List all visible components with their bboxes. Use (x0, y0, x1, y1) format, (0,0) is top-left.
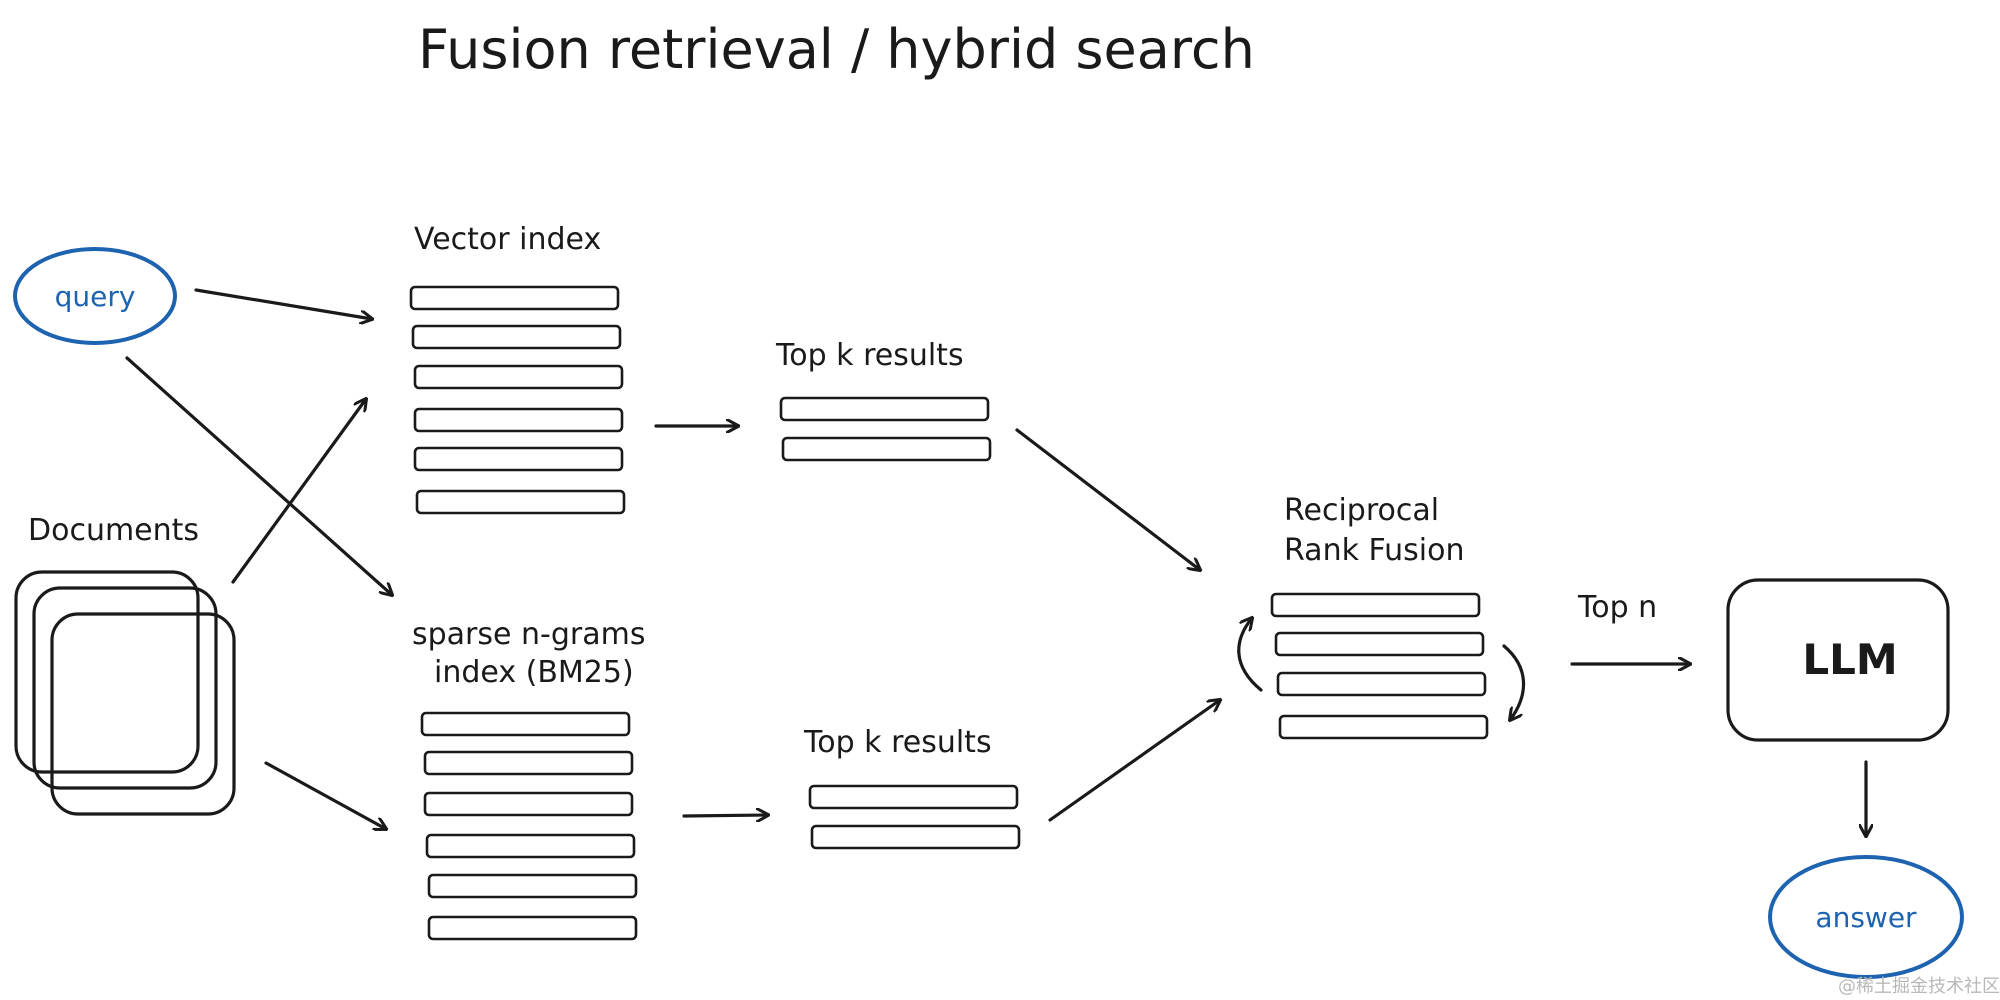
arrow-query-to-vector (194, 288, 372, 319)
watermark: @稀土掘金技术社区 (1838, 976, 2000, 997)
arrow-query-to-sparse (125, 356, 392, 595)
sparse-index-row (423, 791, 634, 817)
vector-index-row (409, 285, 620, 311)
sparse-index-row (425, 833, 636, 859)
query-node: query (13, 247, 177, 345)
rrf-label-2: Rank Fusion (1284, 533, 1464, 568)
top-k-sparse-row (810, 824, 1021, 850)
arrow-topk-vector-to-rrf (1015, 428, 1200, 570)
arrow-topk-sparse-to-rrf (1048, 700, 1220, 822)
top-k-vector-list (779, 396, 992, 462)
vector-index-row (415, 489, 626, 515)
vector-index-row (411, 324, 622, 350)
sparse-index-row (427, 915, 638, 941)
llm-label: LLM (1802, 635, 1897, 684)
arrow-sparse-to-topk (682, 815, 768, 816)
answer-node: answer (1768, 855, 1964, 979)
rrf-row (1270, 592, 1481, 618)
query-label: query (55, 280, 136, 313)
answer-label: answer (1815, 901, 1917, 934)
top-k-vector-row (781, 436, 992, 462)
top-k-sparse-list (808, 784, 1021, 850)
documents-label: Documents (28, 513, 199, 548)
sparse-index-row (420, 711, 631, 737)
rrf-row (1274, 631, 1485, 657)
vector-index-row (413, 364, 624, 390)
rrf-label-1: Reciprocal (1284, 493, 1439, 528)
top-k-vector-label: Top k results (775, 338, 964, 373)
rerank-up-arrow (1237, 618, 1263, 692)
vector-index-list (409, 285, 626, 515)
top-k-sparse-label: Top k results (803, 725, 992, 760)
rrf-row (1276, 671, 1487, 697)
sparse-index-label-1: sparse n-grams (412, 617, 645, 652)
top-k-sparse-row (808, 784, 1019, 810)
arrow-docs-to-sparse (264, 761, 386, 829)
diagram-title: Fusion retrieval / hybrid search (418, 18, 1255, 81)
vector-index-row (413, 407, 624, 433)
documents-stack-icon (14, 570, 236, 816)
llm-node: LLM (1726, 578, 1950, 742)
arrow-docs-to-vector (231, 399, 366, 584)
sparse-index-row (423, 750, 634, 776)
vector-index-row (413, 446, 624, 472)
sparse-index-label-2: index (BM25) (434, 655, 634, 690)
rrf-row (1278, 714, 1489, 740)
sparse-index-list (420, 711, 638, 941)
rerank-down-arrow (1502, 644, 1526, 720)
top-n-label: Top n (1577, 590, 1657, 625)
vector-index-label: Vector index (414, 222, 601, 257)
sparse-index-row (427, 873, 638, 899)
rrf-list (1270, 592, 1489, 740)
top-k-vector-row (779, 396, 990, 422)
